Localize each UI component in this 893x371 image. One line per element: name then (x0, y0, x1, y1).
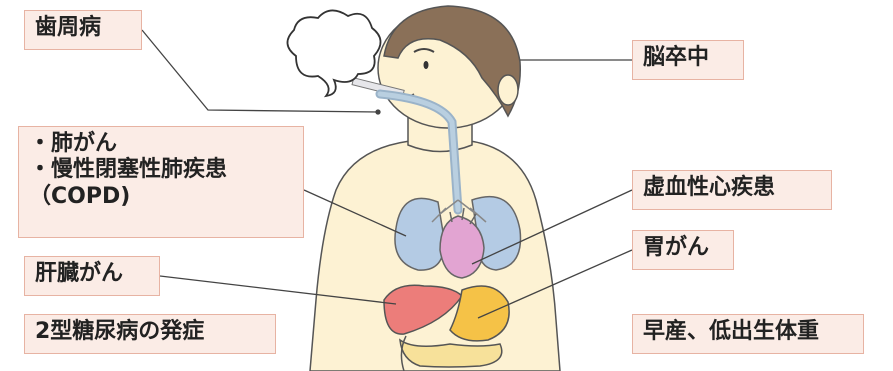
label-copd: ・慢性閉塞性肺疾患 (29, 157, 293, 183)
label-stomach-cancer: 胃がん (632, 230, 734, 270)
label-stroke: 脳卒中 (632, 40, 744, 80)
label-type2-diabetes: 2型糖尿病の発症 (24, 314, 276, 354)
label-copd-abbr: （COPD) (29, 184, 293, 210)
eye (424, 61, 429, 69)
label-ischemic-heart-disease: 虚血性心疾患 (632, 170, 832, 210)
label-preterm-low-birth-weight: 早産、低出生体重 (632, 314, 864, 354)
label-lung-cancer: ・肺がん (29, 131, 293, 157)
label-lung-diseases: ・肺がん ・慢性閉塞性肺疾患 （COPD) (18, 126, 304, 238)
ear (498, 75, 518, 105)
leader-periodontal-dot (376, 110, 380, 114)
label-periodontal-disease: 歯周病 (24, 10, 142, 50)
label-liver-cancer: 肝臓がん (24, 256, 160, 296)
